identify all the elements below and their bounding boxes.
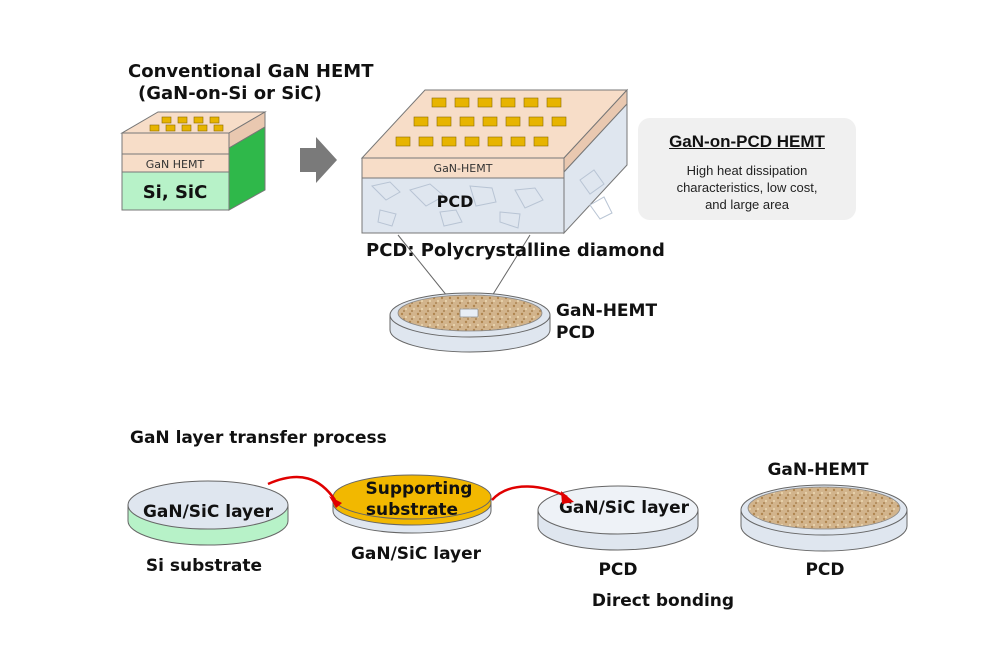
step2-disk: Supporting substrate [332,474,492,534]
step1-disk-label: GaN/SiC layer [143,502,274,522]
step4-caption: PCD [805,560,844,580]
step3-subcaption: Direct bonding [592,591,734,611]
conventional-title-line1: Conventional GaN HEMT [128,61,374,82]
info-box-title: GaN-on-PCD HEMT [669,132,825,151]
step1-disk: GaN/SiC layer [127,480,289,546]
process-title: GaN layer transfer process [130,428,387,448]
step4-top-label: GaN-HEMT [767,460,868,480]
pcd-hemt-block: GaN-HEMT PCD [360,88,629,235]
conventional-title: Conventional GaN HEMT (GaN-on-Si or SiC) [128,61,374,105]
wafer-labels: GaN-HEMT PCD [556,300,657,344]
wafer-label-top: GaN-HEMT [556,301,658,321]
conventional-substrate-label: Si, SiC [143,182,208,203]
pcd-wafer [389,292,551,353]
step3-disk-label: GaN/SiC layer [559,498,690,518]
conventional-device-label: GaN HEMT [146,158,205,171]
step4-disk [740,484,908,552]
red-arrowhead-1-icon [329,496,342,508]
step2-disk-label-line1: Supporting [366,479,473,499]
red-arrow-1-icon [267,475,337,501]
si-sic-substrate [121,171,230,211]
info-box: GaN-on-PCD HEMT High heat dissipation ch… [638,118,856,220]
conventional-hemt-block: GaN HEMT Si, SiC [120,111,267,211]
pcd-pads [395,97,567,147]
info-box-description: High heat dissipation characteristics, l… [676,163,818,212]
step3-disk: GaN/SiC layer [537,485,699,551]
step1-caption: Si substrate [146,556,262,576]
step3-caption: PCD [598,560,637,580]
wafer-label-bottom: PCD [556,323,596,343]
wafer-chip [459,308,479,318]
gray-arrow-icon [300,137,337,183]
red-arrowhead-2-icon [561,491,574,504]
pcd-substrate-label: PCD [437,192,474,211]
step2-caption: GaN/SiC layer [351,544,482,564]
conventional-title-line2: (GaN-on-Si or SiC) [138,83,322,104]
step2-disk-label-line2: substrate [366,500,458,520]
pcd-caption: PCD: Polycrystalline diamond [366,240,665,261]
conventional-pads [149,116,224,132]
transfer-arrows [267,475,568,501]
pcd-device-label: GaN-HEMT [434,162,493,175]
red-arrow-2-icon [491,485,568,501]
